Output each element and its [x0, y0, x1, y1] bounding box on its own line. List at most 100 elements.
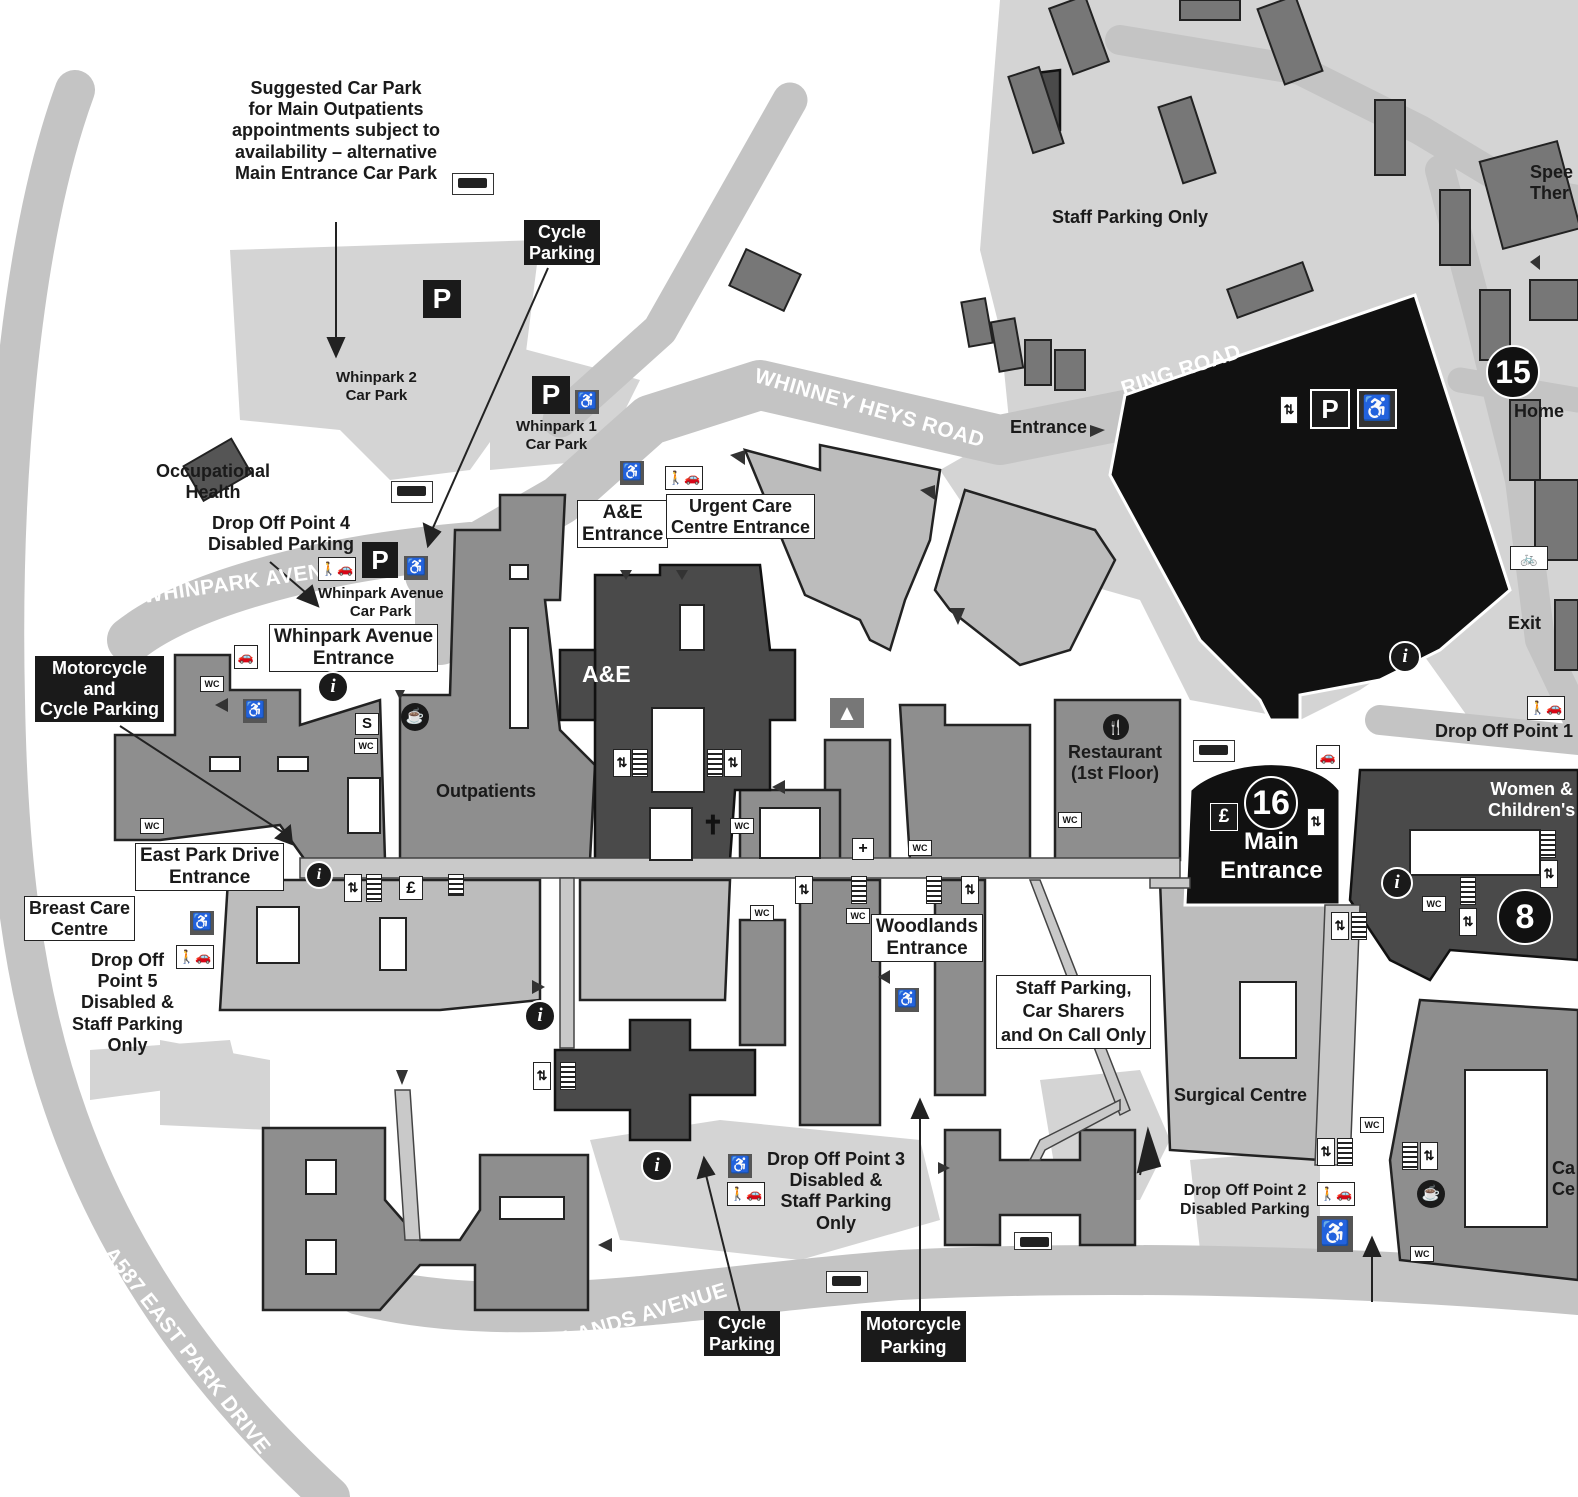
- occupational-health-building: [182, 437, 253, 503]
- staff-buildings: [728, 0, 1578, 671]
- disabled-parking-icon: ♿: [620, 461, 644, 485]
- info-icon: i: [641, 1150, 673, 1182]
- lift-icon: ⇅: [1280, 396, 1298, 424]
- staff-parking-only-label: Staff Parking Only: [1052, 207, 1209, 227]
- bus-stop-icon: [826, 1271, 868, 1293]
- drop-off-car-icon: 🚶🚗: [318, 557, 356, 581]
- stairs-icon: [366, 874, 382, 902]
- cycle-parking-top-box: Cycle Parking: [524, 220, 601, 266]
- lift-icon: ⇅: [1307, 808, 1325, 836]
- bus-stop-icon: [452, 173, 494, 195]
- shop-icon: S: [355, 713, 379, 735]
- staff-parking-car-sharers-box: Staff Parking, Car Sharers and On Call O…: [996, 975, 1152, 1050]
- bus-stop-icon: [1193, 740, 1235, 762]
- direction-arrows: [215, 255, 1540, 1252]
- drop-off-car-icon: 🚶🚗: [1527, 696, 1565, 720]
- disabled-parking-icon: ♿: [575, 390, 599, 414]
- stairs-icon: [1540, 830, 1556, 858]
- cash-machine-icon: £: [1210, 803, 1238, 831]
- outpatients-label: Outpatients: [436, 781, 537, 801]
- car-icon: 🚗: [234, 645, 258, 669]
- lift-icon: ⇅: [613, 749, 631, 777]
- lift-icon: ⇅: [961, 876, 979, 904]
- women-children-label: Women & Children's: [1488, 779, 1576, 821]
- wc-icon: WC: [1360, 1117, 1384, 1133]
- drop-off-car-icon: 🚶🚗: [1317, 1182, 1355, 1206]
- wc-icon: WC: [200, 676, 224, 692]
- stairs-icon: [1351, 912, 1367, 940]
- stairs-icon: [1402, 1142, 1418, 1170]
- lift-icon: ⇅: [1331, 912, 1349, 940]
- chapel-cross-icon: ✝: [702, 810, 724, 840]
- motorcycle-parking-box: Motorcycle Parking: [861, 1311, 967, 1362]
- stairs-icon: [707, 749, 723, 777]
- disabled-parking-icon: ♿: [728, 1154, 752, 1178]
- restaurant-icon: 🍴: [1103, 714, 1129, 740]
- lift-icon: ⇅: [1459, 908, 1477, 936]
- lift-icon: ⇅: [344, 874, 362, 902]
- restaurant-label: Restaurant (1st Floor): [1068, 742, 1163, 784]
- buildings-light: [218, 443, 1332, 1162]
- cash-machine-icon: £: [399, 876, 423, 900]
- info-icon: i: [305, 861, 333, 889]
- bus-stop-icon: [391, 481, 433, 503]
- lift-icon: ⇅: [533, 1062, 551, 1090]
- parking-icon: P: [362, 542, 398, 578]
- disabled-parking-icon: ♿: [404, 556, 428, 580]
- info-icon: i: [1381, 867, 1413, 899]
- east-park-drive-entrance-box: East Park Drive Entrance: [135, 843, 285, 891]
- stairs-icon: [926, 876, 942, 904]
- helipad-icon: ▲: [830, 698, 864, 728]
- info-icon: i: [317, 671, 349, 703]
- drop-off-5-label: Drop Off Point 5 Disabled & Staff Parkin…: [72, 950, 184, 1055]
- wc-icon: WC: [908, 840, 932, 856]
- disabled-parking-icon: ♿: [243, 699, 267, 723]
- main-car-park: [1108, 293, 1512, 722]
- stairs-icon: [448, 874, 464, 896]
- info-icon: i: [524, 1000, 556, 1032]
- disabled-parking-icon: ♿: [190, 911, 214, 935]
- lift-icon: ⇅: [1317, 1138, 1335, 1166]
- car-icon: 🚗: [1316, 745, 1340, 769]
- parking-icon: P: [1310, 389, 1350, 429]
- stairs-icon: [560, 1062, 576, 1090]
- main-entrance-label: Main Entrance: [1220, 828, 1323, 884]
- drop-off-1-label: Drop Off Point 1: [1435, 721, 1573, 741]
- courtyards: [209, 564, 1548, 1275]
- building-16-badge: 16: [1244, 776, 1298, 830]
- suggested-car-park-note: Suggested Car Park for Main Outpatients …: [232, 78, 441, 183]
- surgical-centre-label: Surgical Centre: [1174, 1085, 1308, 1105]
- bicycle-icon: 🚲: [1510, 546, 1548, 570]
- speech-therapy-label: Spee Ther: [1530, 162, 1574, 204]
- ae-building-label: A&E: [582, 661, 631, 687]
- cardiac-centre-label: Ca Ce: [1552, 1158, 1576, 1200]
- stairs-icon: [1337, 1138, 1353, 1166]
- wc-icon: WC: [1422, 896, 1446, 912]
- whinpark1-label: Whinpark 1 Car Park: [516, 418, 597, 453]
- cafe-icon: ☕: [1417, 1180, 1445, 1208]
- building-8-badge: 8: [1497, 889, 1553, 945]
- stairs-icon: [1460, 877, 1476, 905]
- wc-icon: WC: [1058, 812, 1082, 828]
- ae-entrance-box: A&E Entrance: [577, 500, 669, 548]
- lift-icon: ⇅: [724, 749, 742, 777]
- parking-icon: P: [423, 280, 461, 318]
- woodlands-entrance-box: Woodlands Entrance: [871, 914, 984, 962]
- leader-lines: [119, 222, 1382, 1313]
- drop-off-4-label: Drop Off Point 4 Disabled Parking: [208, 513, 355, 555]
- lift-icon: ⇅: [1540, 860, 1558, 888]
- cafe-icon: ☕: [401, 703, 429, 731]
- whinpark2-label: Whinpark 2 Car Park: [336, 369, 417, 404]
- stairs-icon: [632, 749, 648, 777]
- home-label: Home: [1514, 401, 1565, 421]
- whinpark-avenue-car-park-label: Whinpark Avenue Car Park: [318, 585, 444, 620]
- first-aid-icon: +: [852, 838, 874, 860]
- disabled-parking-icon: ♿: [1357, 389, 1397, 429]
- bus-stop-icon: [1014, 1232, 1052, 1250]
- stairs-icon: [851, 876, 867, 904]
- occupational-health-label: Occupational Health: [156, 461, 271, 503]
- disabled-parking-icon: ♿: [895, 988, 919, 1012]
- wc-icon: WC: [846, 908, 870, 924]
